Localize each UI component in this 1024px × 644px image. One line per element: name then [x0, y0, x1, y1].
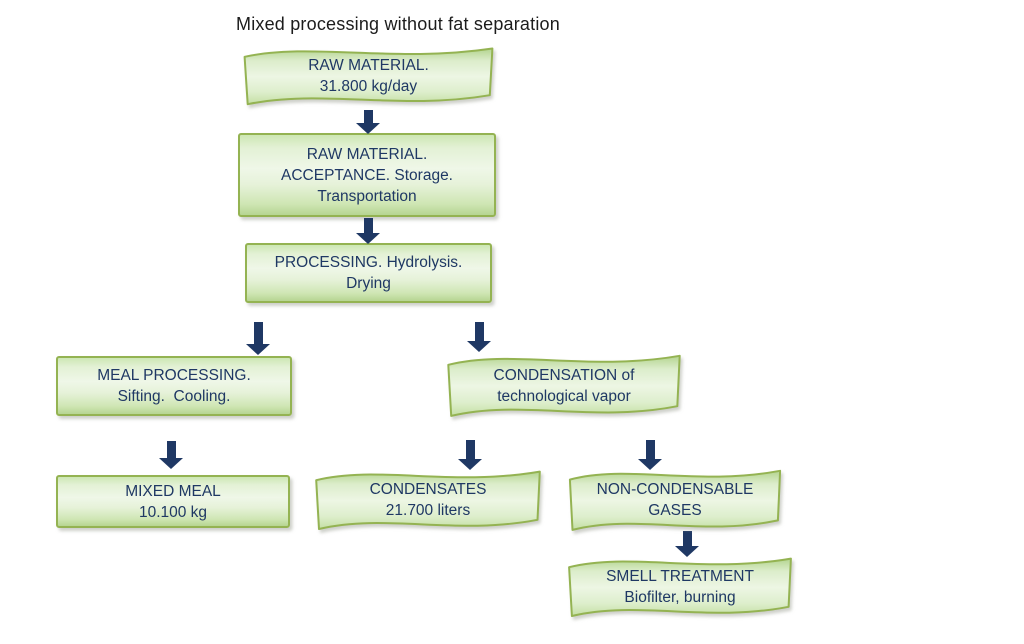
node-line: Transportation [317, 187, 417, 205]
node-non-condensable-gases-label: NON-CONDENSABLE GASES [566, 466, 784, 534]
node-condensates: CONDENSATES 21.700 liters [312, 467, 544, 533]
node-smell-treatment-label: SMELL TREATMENT Biofilter, burning [565, 554, 795, 620]
node-line: RAW MATERIAL. [308, 57, 429, 74]
arrow-head-icon [159, 458, 183, 469]
node-line: ACCEPTANCE. Storage. [281, 166, 453, 184]
arrow-acceptance-to-processing [356, 218, 380, 244]
arrow-stem [465, 440, 475, 459]
arrow-non-condensable-gases-to-smell-treatment [675, 531, 699, 557]
node-line: Sifting. Cooling. [117, 388, 231, 405]
arrow-processing-to-condensation [467, 322, 491, 352]
arrow-stem [166, 441, 176, 458]
node-processing-label: PROCESSING. Hydrolysis. Drying [247, 245, 490, 301]
node-line: MEAL PROCESSING. [97, 367, 251, 384]
node-line: Biofilter, burning [624, 589, 736, 606]
page-title: Mixed processing without fat separation [236, 14, 560, 34]
arrow-condensation-to-non-condensable-gases [638, 440, 662, 470]
arrow-head-icon [638, 459, 662, 470]
node-line: CONDENSATION of [493, 366, 635, 384]
arrow-head-icon [356, 233, 380, 244]
node-acceptance-label: RAW MATERIAL. ACCEPTANCE. Storage. Trans… [240, 135, 494, 215]
arrow-stem [474, 322, 484, 341]
node-line: MIXED MEAL [125, 482, 221, 500]
node-raw-material: RAW MATERIAL. 31.800 kg/day [240, 44, 497, 108]
arrow-stem [645, 440, 655, 459]
arrow-head-icon [356, 123, 380, 134]
node-line: technological vapor [497, 387, 631, 405]
node-line: GASES [648, 502, 702, 519]
node-line: RAW MATERIAL. [306, 145, 428, 163]
node-acceptance: RAW MATERIAL. ACCEPTANCE. Storage. Trans… [238, 133, 496, 217]
node-line: CONDENSATES [369, 481, 487, 498]
node-line: 21.700 liters [385, 502, 471, 519]
node-mixed-meal-label: MIXED MEAL 10.100 kg [58, 477, 288, 526]
arrow-processing-to-meal-processing [246, 322, 270, 355]
arrow-head-icon [467, 341, 491, 352]
arrow-head-icon [246, 344, 270, 355]
node-condensation-label: CONDENSATION of technological vapor [444, 351, 684, 420]
node-meal-processing-label: MEAL PROCESSING. Sifting. Cooling. [58, 358, 290, 414]
node-line: 10.100 kg [138, 503, 208, 521]
node-line: 31.800 kg/day [319, 78, 418, 95]
node-line: Drying [346, 275, 391, 292]
arrow-raw-material-to-acceptance [356, 110, 380, 134]
node-line: SMELL TREATMENT [606, 568, 754, 585]
node-meal-processing: MEAL PROCESSING. Sifting. Cooling. [56, 356, 292, 416]
node-mixed-meal: MIXED MEAL 10.100 kg [56, 475, 290, 528]
arrow-meal-processing-to-mixed-meal [159, 441, 183, 469]
node-smell-treatment: SMELL TREATMENT Biofilter, burning [565, 554, 795, 620]
node-line: PROCESSING. Hydrolysis. [274, 254, 463, 271]
node-non-condensable-gases: NON-CONDENSABLE GASES [566, 466, 784, 534]
node-processing: PROCESSING. Hydrolysis. Drying [245, 243, 492, 303]
node-condensates-label: CONDENSATES 21.700 liters [312, 467, 544, 533]
arrow-stem [363, 110, 373, 123]
arrow-stem [363, 218, 373, 233]
arrow-condensation-to-condensates [458, 440, 482, 470]
arrow-head-icon [675, 546, 699, 557]
arrow-head-icon [458, 459, 482, 470]
node-line: NON-CONDENSABLE [596, 481, 754, 498]
arrow-stem [682, 531, 692, 546]
node-raw-material-label: RAW MATERIAL. 31.800 kg/day [240, 44, 497, 108]
node-condensation: CONDENSATION of technological vapor [444, 351, 684, 420]
arrow-stem [253, 322, 263, 344]
